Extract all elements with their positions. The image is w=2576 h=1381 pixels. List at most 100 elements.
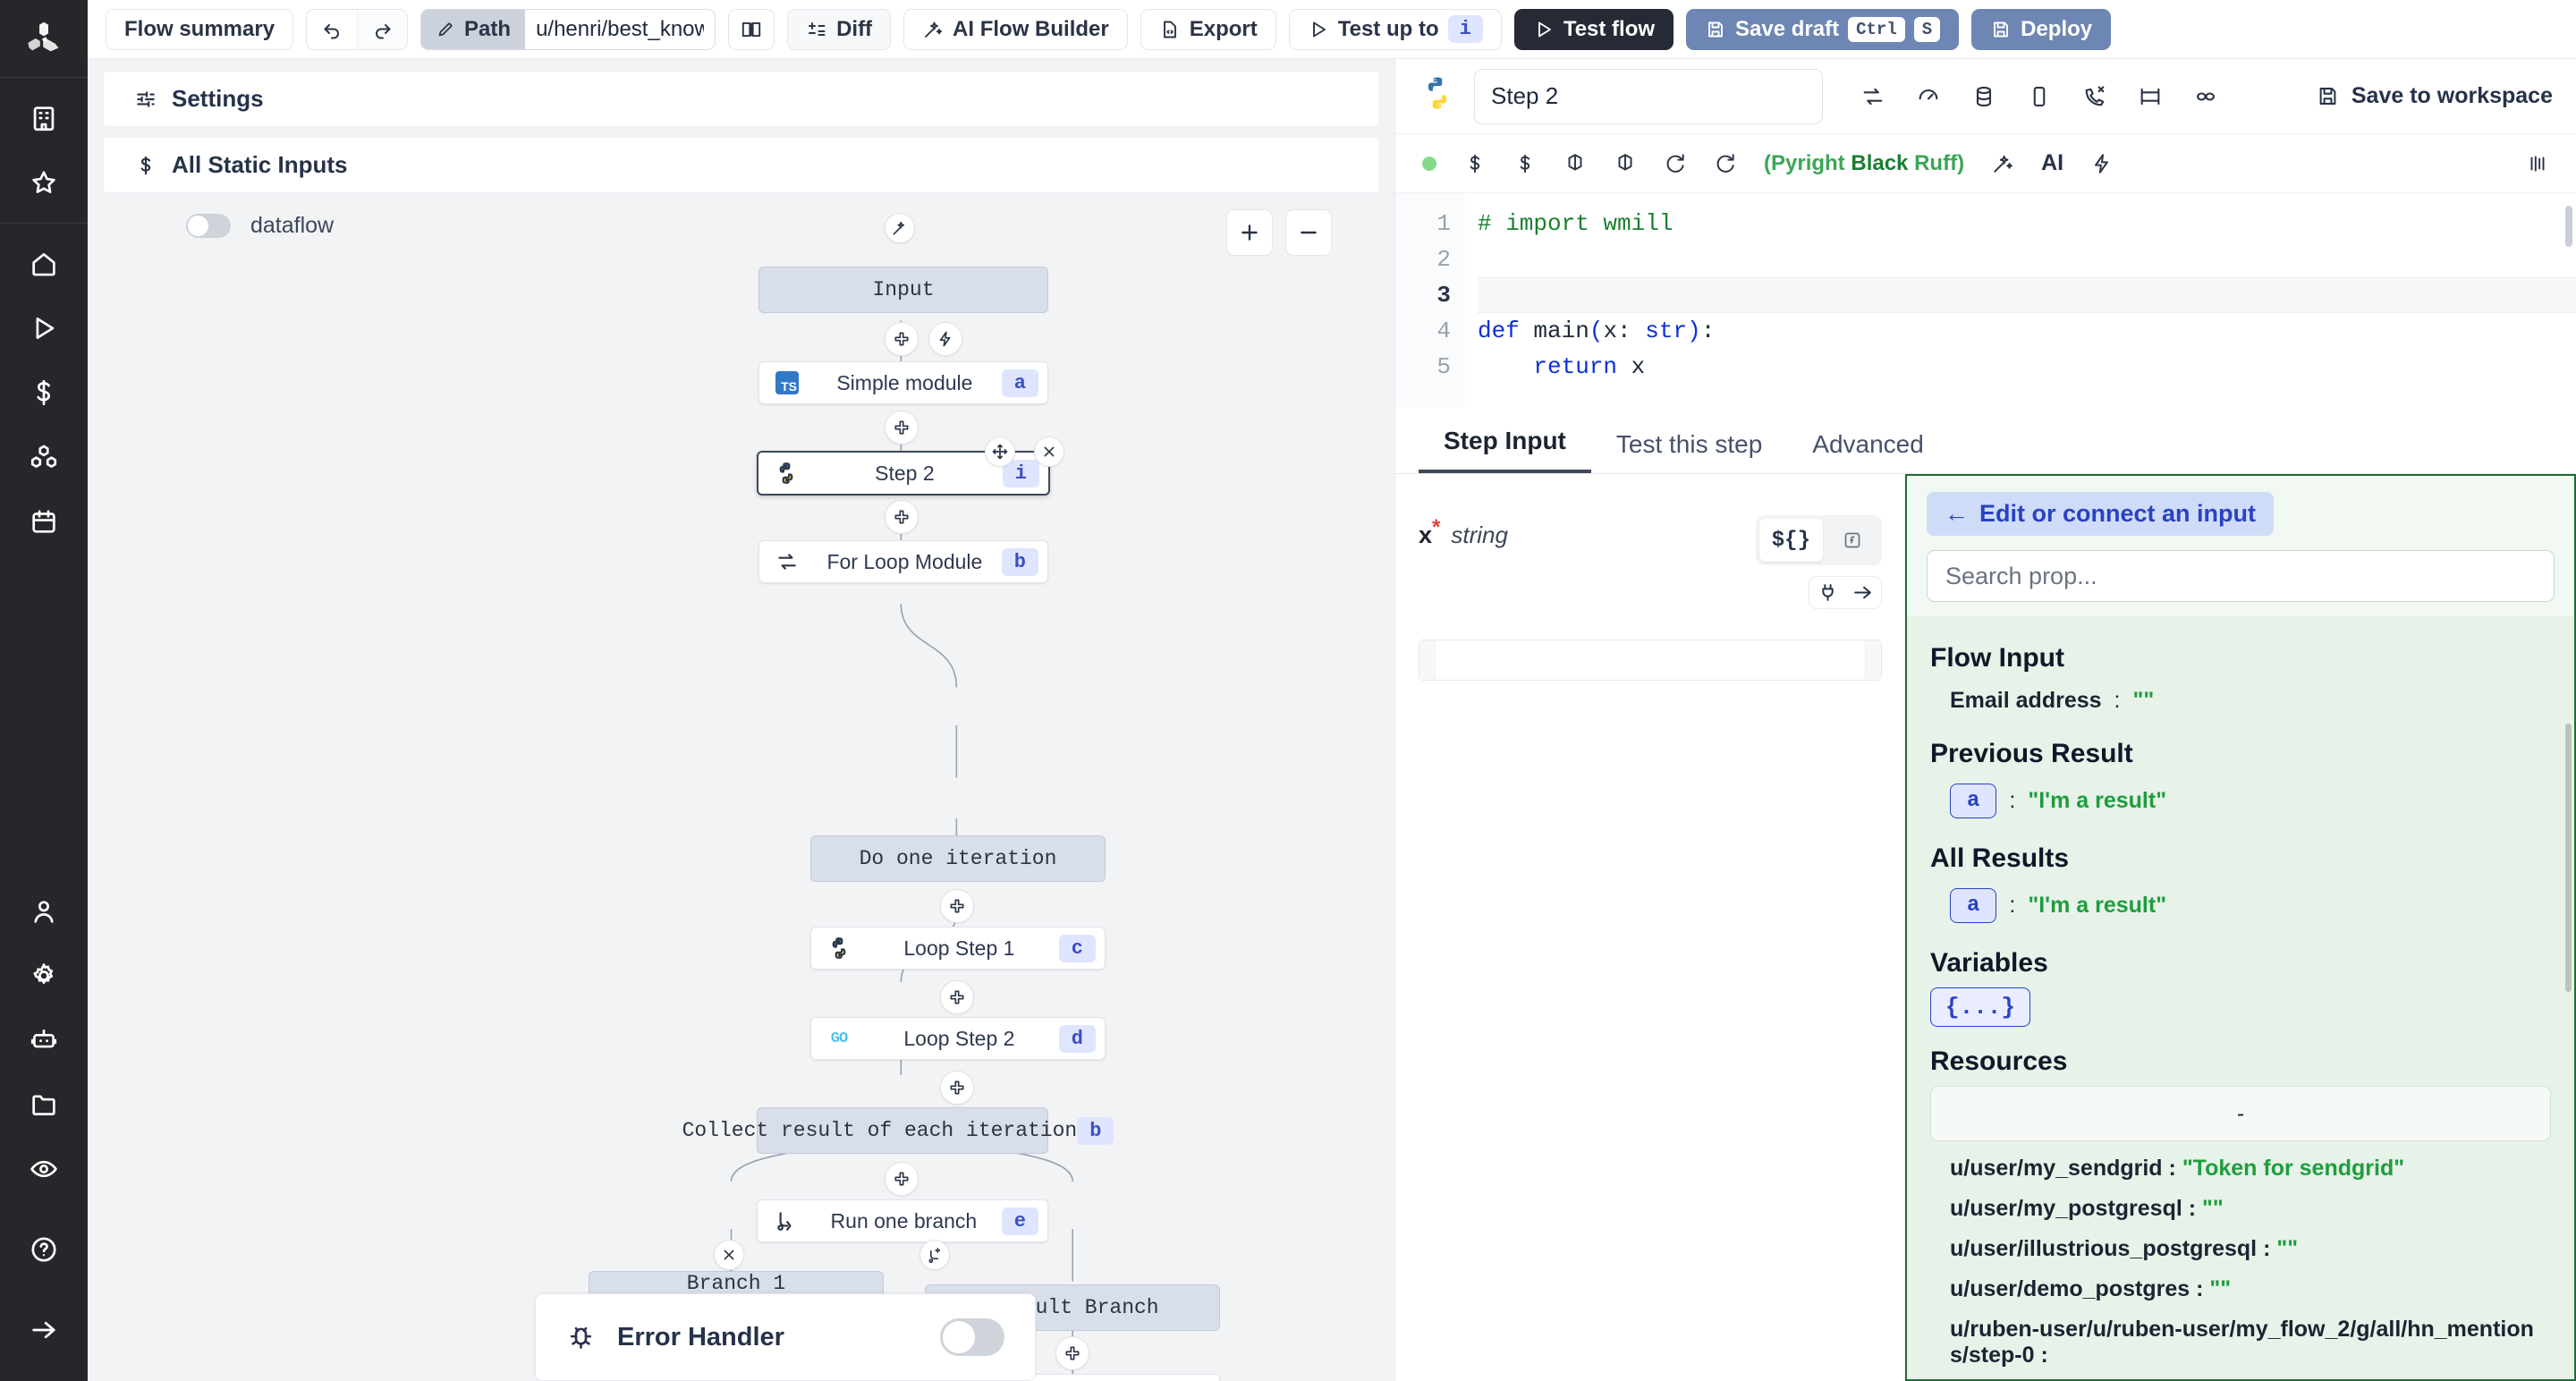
loop-icon[interactable] xyxy=(1860,84,1885,109)
folder-icon[interactable] xyxy=(16,1077,72,1132)
flow-node-loop-step-1[interactable]: Loop Step 1 c xyxy=(810,927,1106,970)
robot-icon[interactable] xyxy=(16,1012,72,1068)
test-up-to-button[interactable]: Test up to i xyxy=(1289,9,1502,50)
move-node-icon[interactable] xyxy=(985,436,1015,467)
flow-node-input[interactable]: Input xyxy=(758,267,1048,313)
connect-panel-body[interactable]: Flow Input Email address : "" Previous R… xyxy=(1907,616,2574,1379)
add-step-handle[interactable] xyxy=(940,1071,974,1105)
docs-button[interactable] xyxy=(728,9,775,50)
database-icon[interactable] xyxy=(1971,84,1996,109)
resources-placeholder[interactable]: - xyxy=(1930,1086,2551,1141)
schedules-icon[interactable] xyxy=(16,494,72,549)
add-trigger-handle[interactable] xyxy=(928,322,962,356)
square-icon[interactable] xyxy=(2027,84,2052,109)
resource-row[interactable]: u/user/my_postgresql : "" xyxy=(1930,1189,2551,1229)
edit-or-connect-input-button[interactable]: ← Edit or connect an input xyxy=(1927,492,2274,536)
save-to-workspace-button[interactable]: Save to workspace xyxy=(2316,83,2553,109)
diff-button[interactable]: Diff xyxy=(787,9,891,50)
flow-node-for-loop-module[interactable]: For Loop Module b xyxy=(758,540,1048,583)
connect-panel-scrollbar[interactable] xyxy=(2565,724,2572,992)
refresh-icon[interactable] xyxy=(1664,152,1687,175)
undo-button[interactable] xyxy=(307,10,357,49)
all-results-row[interactable]: a : "I'm a result" xyxy=(1930,883,2551,928)
template-mode-button[interactable]: ${} xyxy=(1759,519,1823,562)
eye-icon[interactable] xyxy=(16,1141,72,1197)
ai-step-suggest-icon[interactable] xyxy=(885,213,915,243)
dollar-icon[interactable] xyxy=(1513,152,1537,175)
package-icon[interactable] xyxy=(1563,152,1587,175)
zoom-out-button[interactable] xyxy=(1285,209,1332,256)
link-icon[interactable] xyxy=(2193,84,2218,109)
arrow-right-icon[interactable] xyxy=(16,1302,72,1358)
code-text-area[interactable]: # import wmill def main(x: str): return … xyxy=(1465,193,2576,408)
tab-test-this-step[interactable]: Test this step xyxy=(1591,430,1787,473)
resource-row[interactable]: u/user/my_sendgrid : "Token for sendgrid… xyxy=(1930,1148,2551,1189)
delete-node-icon[interactable] xyxy=(1034,436,1064,467)
error-handler-toggle[interactable] xyxy=(940,1318,1004,1356)
dataflow-toggle[interactable] xyxy=(186,214,231,238)
deploy-button[interactable]: Deploy xyxy=(1971,9,2111,50)
flow-input-row[interactable]: Email address : "" xyxy=(1930,682,2551,719)
ai-label[interactable]: AI xyxy=(2041,150,2063,176)
zoom-in-button[interactable] xyxy=(1226,209,1273,256)
previous-result-row[interactable]: a : "I'm a result" xyxy=(1930,778,2551,824)
add-step-handle[interactable] xyxy=(940,980,974,1014)
ai-flow-builder-button[interactable]: AI Flow Builder xyxy=(903,9,1128,50)
tab-advanced[interactable]: Advanced xyxy=(1787,430,1949,473)
delete-branch-icon[interactable] xyxy=(714,1240,744,1270)
tab-step-input[interactable]: Step Input xyxy=(1419,427,1591,473)
timer-icon[interactable] xyxy=(1916,84,1941,109)
star-icon[interactable] xyxy=(16,155,72,210)
add-step-handle[interactable] xyxy=(1055,1336,1089,1370)
workspace-icon[interactable] xyxy=(16,90,72,146)
variables-chip[interactable]: {...} xyxy=(1930,987,2030,1027)
code-editor[interactable]: 1 2 3 4 5 # import wmill def main(x: str… xyxy=(1395,193,2576,408)
fx-mode-button[interactable] xyxy=(1826,519,1878,562)
redo-button[interactable] xyxy=(357,10,407,49)
add-branch-icon[interactable] xyxy=(919,1240,950,1270)
code-scrollbar[interactable] xyxy=(2565,206,2572,247)
flow-summary-button[interactable]: Flow summary xyxy=(106,9,293,50)
home-icon[interactable] xyxy=(16,236,72,292)
settings-accordion[interactable]: Settings xyxy=(104,72,1378,127)
path-input[interactable] xyxy=(525,10,715,49)
gear-icon[interactable] xyxy=(16,948,72,1004)
flow-node-simple-module[interactable]: TS Simple module a xyxy=(758,361,1048,404)
wand-icon[interactable] xyxy=(1991,152,2014,175)
plug-icon[interactable] xyxy=(1817,581,1839,604)
windmill-logo[interactable] xyxy=(0,0,88,77)
all-static-inputs-accordion[interactable]: All Static Inputs xyxy=(104,138,1378,193)
error-handler-panel[interactable]: Error Handler xyxy=(535,1293,1036,1381)
path-field[interactable]: Path xyxy=(420,9,716,50)
dollar-icon[interactable] xyxy=(1463,152,1487,175)
argument-value-input[interactable] xyxy=(1419,640,1882,681)
add-step-handle[interactable] xyxy=(940,889,974,923)
search-prop-input[interactable] xyxy=(1927,550,2555,602)
add-step-handle[interactable] xyxy=(885,411,919,445)
resource-row[interactable]: u/ruben-user/u/ruben-user/my_flow_2/g/al… xyxy=(1930,1309,2551,1376)
test-flow-button[interactable]: Test flow xyxy=(1514,9,1674,50)
refresh-icon[interactable] xyxy=(1714,152,1737,175)
flow-canvas[interactable]: dataflow xyxy=(88,193,1394,1381)
minimap-icon[interactable] xyxy=(2526,152,2549,175)
flow-node-run-one-branch[interactable]: Run one branch e xyxy=(757,1199,1048,1242)
arrow-right-icon[interactable] xyxy=(1852,581,1874,604)
package-icon[interactable] xyxy=(1614,152,1637,175)
save-draft-button[interactable]: Save draft Ctrl S xyxy=(1686,9,1959,50)
resource-row[interactable]: u/user/illustrious_postgresql : "" xyxy=(1930,1229,2551,1269)
step-name-input[interactable] xyxy=(1474,69,1823,124)
resources-icon[interactable] xyxy=(16,429,72,485)
user-icon[interactable] xyxy=(16,884,72,939)
add-step-handle[interactable] xyxy=(885,1162,919,1196)
lightning-icon[interactable] xyxy=(2090,152,2114,175)
resource-row[interactable]: u/user/demo_postgres : "" xyxy=(1930,1269,2551,1309)
flow-node-collect-result[interactable]: Collect result of each iteration b xyxy=(757,1107,1048,1154)
export-button[interactable]: Export xyxy=(1140,9,1276,50)
flow-node-loop-step-2[interactable]: GO Loop Step 2 d xyxy=(810,1017,1106,1060)
add-step-handle[interactable] xyxy=(885,500,919,534)
variables-icon[interactable] xyxy=(16,365,72,420)
phone-icon[interactable] xyxy=(2082,84,2107,109)
runs-icon[interactable] xyxy=(16,301,72,356)
help-icon[interactable] xyxy=(16,1222,72,1277)
flow-node-do-one-iteration[interactable]: Do one iteration xyxy=(810,835,1106,882)
